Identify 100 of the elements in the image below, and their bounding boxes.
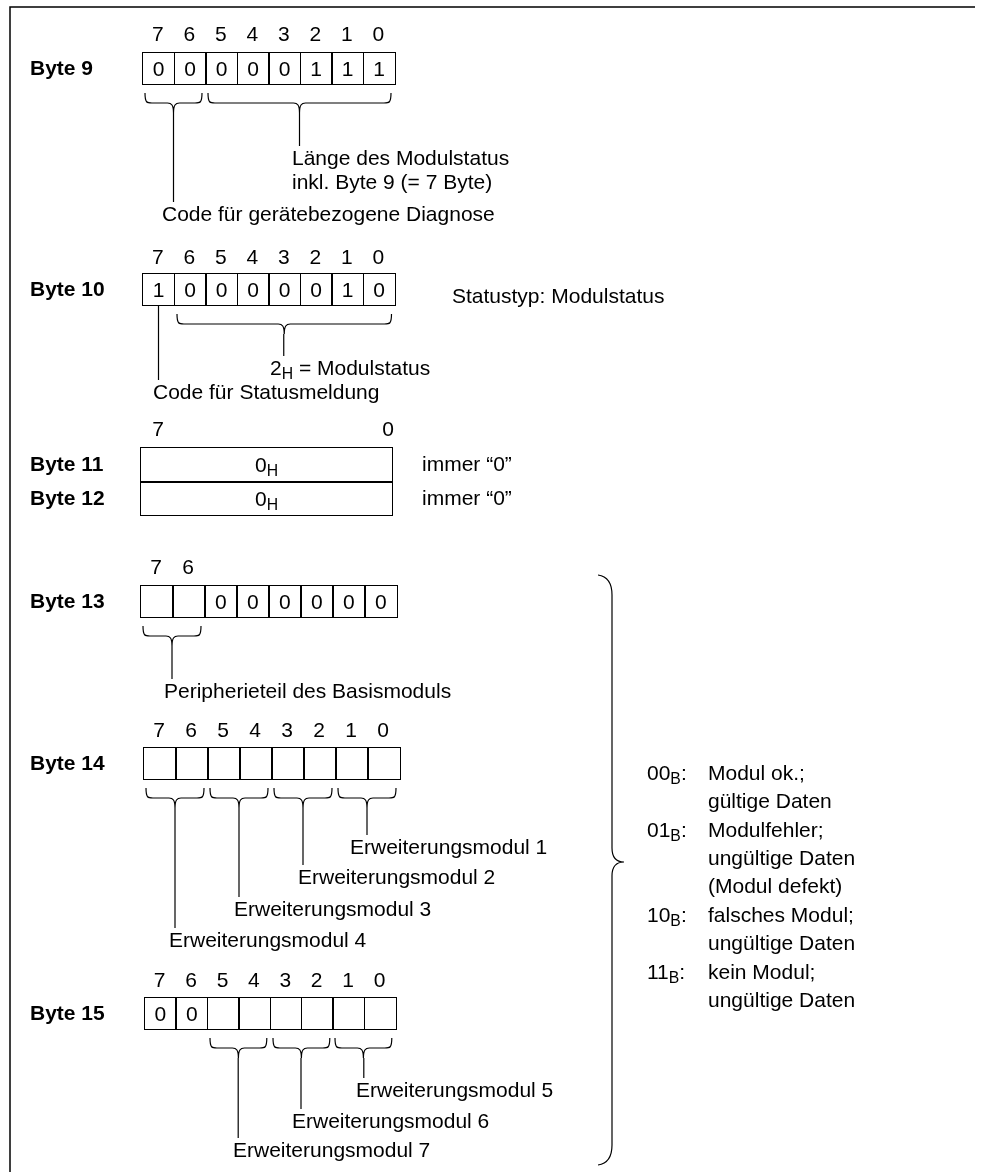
bit-cell: 0 (268, 585, 302, 618)
bit-cell: 0 (268, 273, 301, 306)
status-code: 00$_{B}$: (647, 761, 687, 785)
description-text: Erweiterungsmodul 3 (234, 897, 432, 921)
bit-cell: 0 (300, 585, 334, 618)
note-text: Statustyp: Modulstatus (452, 284, 665, 308)
bit-cell (332, 997, 366, 1030)
bit-number: 7 (153, 718, 165, 740)
note-text: immer “0” (422, 452, 512, 476)
leader-line (157, 305, 160, 381)
bit-cell: 0 (332, 585, 366, 618)
bit-number: 5 (214, 22, 227, 44)
bit-cell: 0 (236, 52, 270, 85)
leader-line (298, 112, 301, 147)
bit-cell: 0 (144, 997, 177, 1030)
description-text: Erweiterungsmodul 5 (356, 1078, 554, 1102)
bit-cell: 0 (173, 52, 207, 85)
bit-number: 1 (342, 968, 354, 990)
bit-cell: 1 (331, 52, 364, 85)
description-text: Erweiterungsmodul 7 (233, 1138, 431, 1162)
bit-number: 6 (183, 245, 196, 267)
description-text: Erweiterungsmodul 2 (298, 865, 496, 889)
bit-cell (143, 747, 177, 780)
leader-line (172, 112, 175, 203)
bit-number: 7 (150, 555, 162, 577)
bit-number: 6 (182, 555, 194, 577)
bit-cell (207, 747, 241, 780)
byte-label: Byte 13 (30, 589, 105, 613)
bit-number: 2 (313, 718, 325, 740)
bit-cell (206, 997, 240, 1030)
curly-brace (175, 314, 392, 334)
bit-cell: 0 (204, 585, 238, 618)
description-text: Länge des Modulstatus inkl. Byte 9 (= 7 Byte) (292, 146, 527, 194)
status-code: 10$_{B}$: (647, 903, 687, 927)
bit-cell: 1 (299, 52, 333, 85)
curly-brace (337, 788, 397, 808)
byte-label: Byte 15 (30, 1001, 105, 1025)
bit-cell: 0 (205, 52, 238, 85)
bit-cell: 0 (268, 52, 301, 85)
bit-number: 0 (373, 968, 386, 990)
bit-number: 1 (340, 245, 353, 267)
bit-cell (367, 747, 401, 780)
bit-cell (269, 997, 303, 1030)
leader-line (363, 1057, 365, 1079)
status-code: 01$_{B}$: (647, 818, 687, 842)
bit-cell (239, 747, 273, 780)
bit-cell: 0 (236, 273, 270, 306)
bit-cell (303, 747, 337, 780)
bit-number: 4 (249, 718, 261, 740)
note-text: immer “0” (422, 486, 512, 510)
curly-brace (273, 788, 333, 808)
bit-number: 3 (279, 968, 292, 990)
bit-number: 4 (246, 22, 259, 44)
description-text: Code für Statusmeldung (153, 380, 380, 404)
status-description: Modulfehler; ungültige Daten (Modul defekt) (708, 817, 857, 899)
bit-number: 6 (183, 22, 196, 44)
bit-number: 4 (248, 968, 260, 990)
bit-cell (335, 747, 369, 780)
bit-cell: 1 (331, 273, 364, 306)
bit-cell: 0 (236, 585, 270, 618)
leader-line (283, 333, 285, 357)
description-text: Peripherieteil des Basismoduls (164, 679, 452, 703)
description-text: Erweiterungsmodul 6 (292, 1109, 490, 1133)
status-code: 11$_{B}$: (647, 960, 686, 984)
leader-line (237, 1057, 239, 1139)
status-description: Modul ok.; gültige Daten (708, 760, 833, 814)
bit-number: 6 (185, 968, 197, 990)
leader-line (366, 807, 368, 836)
bit-number: 2 (309, 245, 322, 267)
byte-field: 0$_{H}$ (140, 481, 393, 516)
byte-label: Byte 11 (30, 452, 104, 476)
bit-cell (271, 747, 305, 780)
bit-cell (238, 997, 272, 1030)
curly-brace (142, 626, 202, 646)
bit-cell: 0 (362, 273, 396, 306)
bit-cell: 0 (173, 273, 207, 306)
bit-number: 0 (377, 718, 389, 740)
bit-number: 3 (281, 718, 293, 740)
byte-field: 0$_{H}$ (140, 447, 393, 483)
bit-cell: 1 (362, 52, 396, 85)
bit-number: 0 (372, 22, 385, 44)
leader-line (302, 807, 304, 866)
bit-number: 7 (153, 968, 166, 990)
curly-brace (209, 788, 269, 808)
leader-line (300, 1057, 302, 1110)
curly-brace (207, 93, 392, 113)
curly-brace (144, 93, 203, 113)
bit-cell (363, 997, 397, 1030)
description-text: Erweiterungsmodul 4 (169, 928, 367, 952)
byte-label: Byte 9 (30, 56, 94, 80)
bit-cell: 0 (205, 273, 238, 306)
bit-number: 4 (246, 245, 259, 267)
bit-cell: 0 (299, 273, 333, 306)
byte-label: Byte 14 (30, 751, 105, 775)
bit-number: 3 (277, 22, 290, 44)
bit-cell (175, 747, 209, 780)
leader-line (171, 645, 173, 680)
bit-number: 7 (151, 245, 164, 267)
bit-cell (140, 585, 174, 618)
bit-number: 0 (382, 417, 394, 439)
